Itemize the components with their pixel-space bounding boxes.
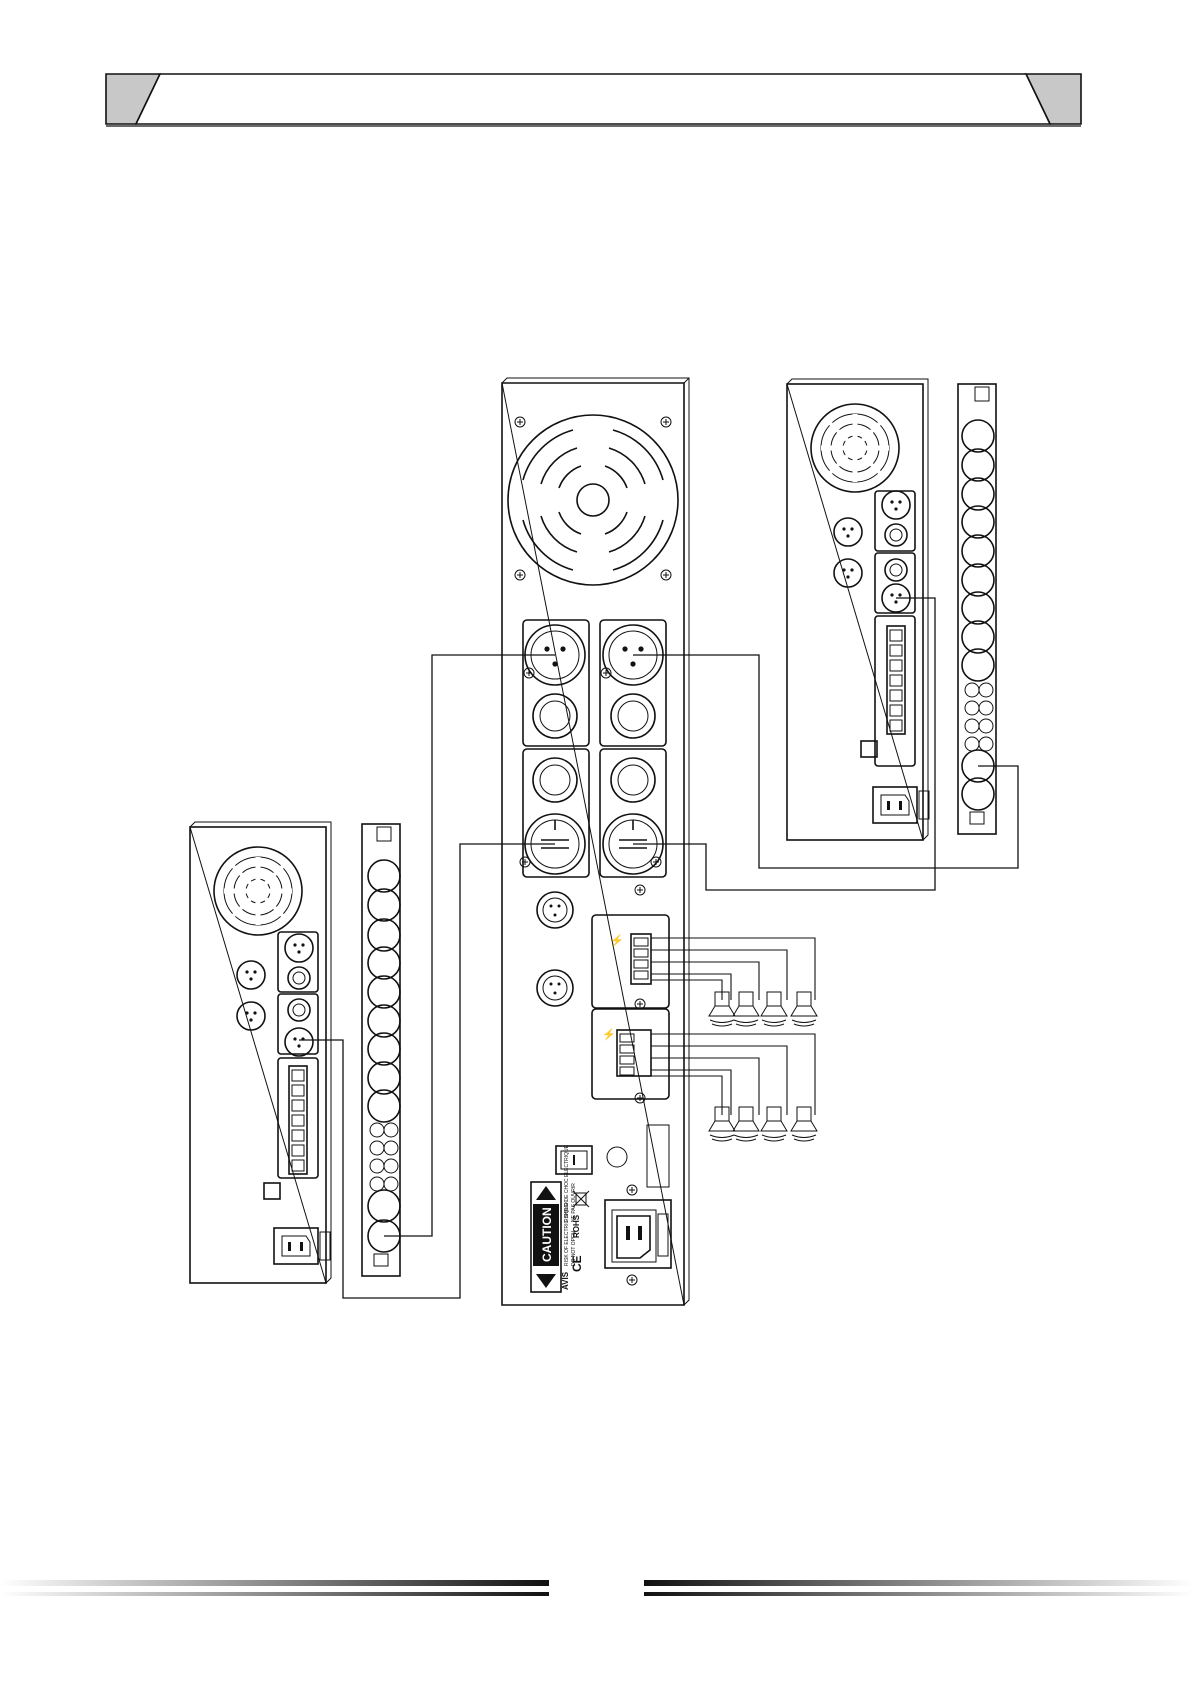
caution-line-3: RISQUE DE CHOC ELECTRIQUE <box>564 1144 570 1222</box>
ce-mark: CE <box>570 1255 584 1272</box>
speaker-icon <box>761 1107 787 1141</box>
speakon-output-b <box>537 970 573 1006</box>
jack-socket-icon <box>611 694 655 738</box>
iec-power-inlet-icon <box>873 787 929 823</box>
channel-b-link-block <box>600 749 666 877</box>
svg-text:⚡: ⚡ <box>610 934 624 947</box>
rohs-mark: ROHS <box>572 1214 581 1238</box>
speaker-icon <box>733 1107 759 1141</box>
speaker-group-b <box>709 1107 817 1141</box>
caution-brand: AVIS <box>561 1271 570 1290</box>
speakon-output-a <box>537 892 573 928</box>
speaker-icon <box>733 992 759 1026</box>
left-amplifier-rear-panel <box>190 822 331 1283</box>
header-banner <box>106 74 1081 126</box>
caution-triangle-icon <box>536 1274 556 1288</box>
footer-decoration <box>0 1580 1193 1596</box>
iec-power-inlet-icon <box>274 1228 330 1264</box>
iec-power-inlet-icon <box>605 1185 671 1285</box>
channel-a-link-block <box>520 749 589 877</box>
caution-triangle-icon <box>536 1186 556 1200</box>
brand-logo <box>607 1147 627 1167</box>
speaker-wiring <box>651 938 815 1115</box>
main-amplifier-rear-panel: ⚡ ⚡ CAUTION AVIS RISK OF E <box>502 378 689 1305</box>
fan-grille-icon <box>508 415 678 585</box>
speaker-icon <box>791 992 817 1026</box>
speaker-icon <box>791 1107 817 1141</box>
channel-a-input-block <box>523 620 589 746</box>
speaker-icon <box>761 992 787 1026</box>
left-mixer-strip <box>362 824 400 1276</box>
signal-cables <box>299 598 1018 1298</box>
caution-title: CAUTION <box>540 1207 554 1262</box>
jack-socket-icon <box>533 694 577 738</box>
power-switch-icon[interactable] <box>556 1146 592 1174</box>
speaker-terminal-a: ⚡ <box>592 885 669 1009</box>
speaker-group-a <box>709 992 817 1026</box>
speaker-terminal-b: ⚡ <box>592 1009 669 1103</box>
right-amplifier-rear-panel <box>787 379 929 840</box>
channel-b-input-block <box>600 620 666 746</box>
banner-title-box <box>136 74 1050 124</box>
power-switch-icon[interactable] <box>264 1183 280 1199</box>
svg-text:⚡: ⚡ <box>602 1028 616 1041</box>
